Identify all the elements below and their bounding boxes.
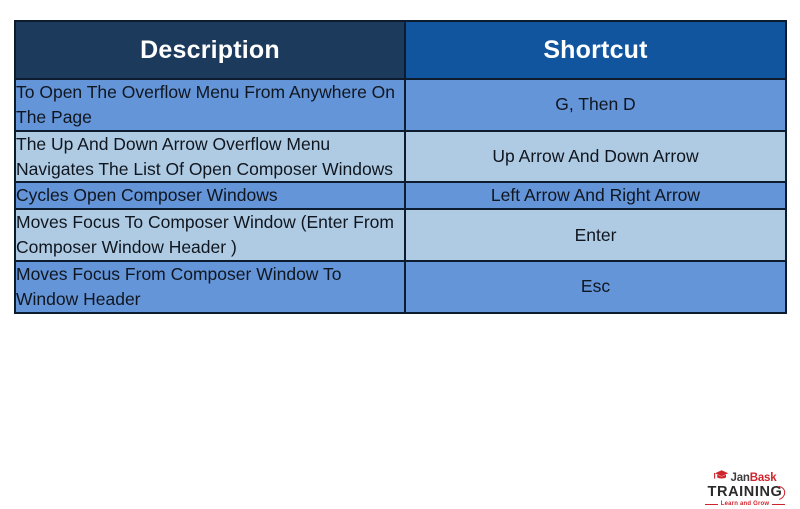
cell-shortcut: G, Then D [404,78,787,132]
logo-wordmark-text: TRAINING [707,484,783,500]
cell-description: The Up And Down Arrow Overflow Menu Navi… [14,129,406,184]
shortcut-text: Enter [574,224,617,245]
description-text: Cycles Open Composer Windows [16,185,278,206]
table-header: Description Shortcut [14,20,787,80]
cell-description: Cycles Open Composer Windows [14,181,406,211]
shortcut-text: Left Arrow And Right Arrow [490,185,701,206]
logo-tagline-row: Learn and Grow [697,501,793,507]
logo-tagline: Learn and Grow [720,501,770,507]
description-text: Moves Focus To Composer Window (Enter Fr… [16,212,394,258]
column-header-description: Description [14,20,406,80]
logo-rule-right [772,503,786,505]
logo-brand-first: Jan [730,471,750,484]
cell-shortcut: Left Arrow And Right Arrow [404,181,787,211]
description-text: The Up And Down Arrow Overflow Menu Navi… [16,133,394,179]
logo-rule-left [704,503,718,505]
header-row: Description Shortcut [14,20,787,80]
column-header-shortcut: Shortcut [404,20,787,80]
logo-wordmark: TRAINING [707,483,789,503]
table-row: To Open The Overflow Menu From Anywhere … [14,78,787,132]
cell-shortcut: Up Arrow And Down Arrow [404,129,787,184]
table-body: To Open The Overflow Menu From Anywhere … [14,78,787,314]
description-text: To Open The Overflow Menu From Anywhere … [16,82,396,127]
keyboard-shortcuts-table: Description Shortcut To Open The Overflo… [14,20,787,314]
logo-brand-second: Bask [749,471,777,484]
shortcut-text: G, Then D [555,94,636,115]
cell-description: To Open The Overflow Menu From Anywhere … [14,78,406,132]
cell-description: Moves Focus To Composer Window (Enter Fr… [14,208,406,262]
table-row: Moves Focus From Composer Window To Wind… [14,259,787,314]
cell-shortcut: Enter [404,208,787,262]
table-row: Cycles Open Composer Windows Left Arrow … [14,181,787,211]
cell-description: Moves Focus From Composer Window To Wind… [14,259,406,314]
shortcut-text: Up Arrow And Down Arrow [492,146,699,167]
table-row: Moves Focus To Composer Window (Enter Fr… [14,208,787,262]
table-row: The Up And Down Arrow Overflow Menu Navi… [14,129,787,184]
description-text: Moves Focus From Composer Window To Wind… [16,263,342,309]
graduation-cap-icon [713,468,729,484]
cell-shortcut: Esc [404,259,787,314]
shortcut-text: Esc [580,276,611,297]
